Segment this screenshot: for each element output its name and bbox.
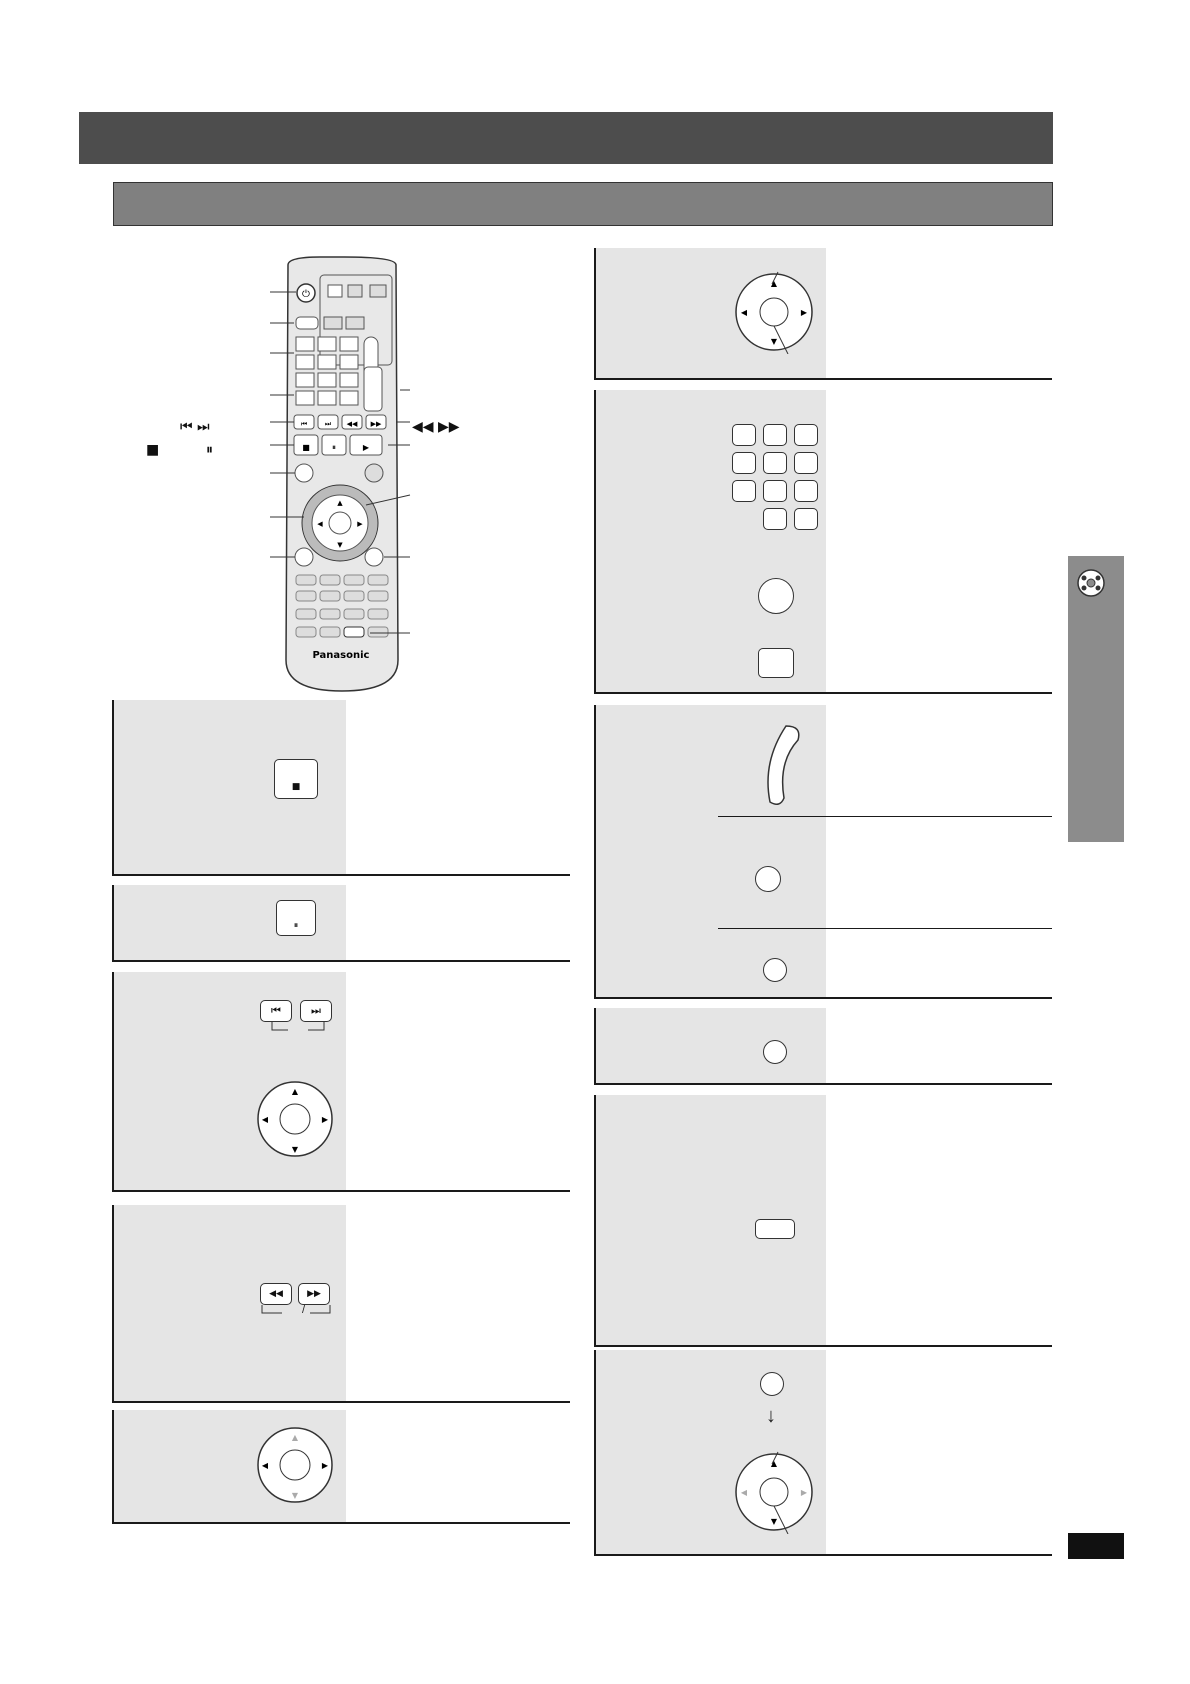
search-bracket bbox=[261, 1305, 331, 1314]
svg-text:▶: ▶ bbox=[357, 520, 363, 528]
svg-text:◀: ◀ bbox=[317, 520, 323, 528]
key-9[interactable] bbox=[794, 480, 818, 502]
disc-icon bbox=[1077, 569, 1105, 597]
chapter-side-tab bbox=[1068, 556, 1124, 842]
svg-text:■: ■ bbox=[302, 443, 310, 452]
cursor-pad-frame[interactable]: ▲ ▼ ◀ ▶ bbox=[256, 1426, 334, 1504]
pause-icon bbox=[321, 434, 347, 456]
cursor-pad-skip[interactable]: ▲ ▼ ◀ ▶ bbox=[256, 1080, 334, 1158]
svg-text:▼: ▼ bbox=[771, 1517, 778, 1526]
skip-back-button[interactable]: ⏮ bbox=[260, 1000, 292, 1022]
skip-bracket bbox=[271, 1022, 325, 1031]
remote-brand: Panasonic bbox=[313, 650, 370, 661]
svg-text:▲: ▲ bbox=[292, 1433, 299, 1442]
option-button-a[interactable] bbox=[755, 866, 781, 892]
svg-text:▲: ▲ bbox=[771, 279, 778, 288]
key-2[interactable] bbox=[763, 424, 787, 446]
key-5[interactable] bbox=[763, 452, 787, 474]
key-4[interactable] bbox=[732, 452, 756, 474]
svg-text:▶: ▶ bbox=[322, 1461, 329, 1470]
svg-text:▼: ▼ bbox=[292, 1145, 299, 1154]
numeric-keypad-icon bbox=[295, 336, 359, 406]
function-button[interactable] bbox=[755, 1219, 795, 1239]
jog-dial-button[interactable] bbox=[760, 722, 804, 808]
svg-text:▶▶: ▶▶ bbox=[371, 420, 382, 428]
key-plus-ten[interactable] bbox=[794, 508, 818, 530]
pause-button[interactable]: ⏸ bbox=[276, 900, 316, 936]
arrow-down-icon: ↓ bbox=[766, 1405, 776, 1427]
option-button-b[interactable] bbox=[763, 958, 787, 982]
svg-text:▼: ▼ bbox=[337, 541, 343, 549]
square-button[interactable] bbox=[758, 648, 794, 678]
search-separator: / bbox=[302, 1304, 306, 1316]
svg-text:⏭: ⏭ bbox=[325, 420, 332, 428]
skip-forward-button[interactable]: ⏭ bbox=[300, 1000, 332, 1022]
single-button-panel bbox=[596, 1008, 826, 1083]
key-8[interactable] bbox=[763, 480, 787, 502]
svg-text:▲: ▲ bbox=[771, 1459, 778, 1468]
stop-button[interactable]: ■ bbox=[274, 759, 318, 799]
key-1[interactable] bbox=[732, 424, 756, 446]
remote-label-search: ◀◀ ▶▶ bbox=[412, 419, 460, 435]
key-7[interactable] bbox=[732, 480, 756, 502]
svg-text:⏮: ⏮ bbox=[301, 420, 307, 428]
enter-round-button[interactable] bbox=[758, 578, 794, 614]
svg-text:⏸: ⏸ bbox=[332, 443, 336, 452]
rewind-button[interactable]: ◀◀ bbox=[260, 1283, 292, 1305]
svg-text:◀: ◀ bbox=[262, 1461, 269, 1470]
svg-text:◀: ◀ bbox=[741, 1488, 748, 1497]
section-subtitle-bar bbox=[113, 182, 1053, 226]
round-button-c[interactable] bbox=[763, 1040, 787, 1064]
svg-text:◀: ◀ bbox=[741, 308, 748, 317]
cursor-pad-select[interactable]: ▲ ▼ ◀ ▶ bbox=[732, 270, 816, 354]
key-0[interactable] bbox=[763, 508, 787, 530]
svg-text:▼: ▼ bbox=[292, 1491, 299, 1500]
page-title-bar bbox=[79, 112, 1053, 164]
fast-forward-button[interactable]: ▶▶ bbox=[298, 1283, 330, 1305]
svg-text:▶: ▶ bbox=[801, 1488, 808, 1497]
cursor-pad-sequence[interactable]: ▲ ▼ ◀ ▶ bbox=[732, 1450, 816, 1534]
play-icon bbox=[349, 434, 383, 456]
svg-text:▲: ▲ bbox=[337, 499, 343, 507]
svg-text:◀◀: ◀◀ bbox=[347, 420, 358, 428]
key-3[interactable] bbox=[794, 424, 818, 446]
remote-label-pause: ⏸ bbox=[206, 442, 213, 458]
skip-forward-icon bbox=[317, 414, 339, 430]
svg-text:▼: ▼ bbox=[771, 337, 778, 346]
svg-text:▶: ▶ bbox=[322, 1115, 329, 1124]
remote-control-illustration: ⏻ ⏮ ⏭ ◀◀ ▶▶ ■ ⏸ ▶ ▲ ▼ ◀ ▶ bbox=[270, 256, 411, 692]
page-number-box bbox=[1068, 1533, 1124, 1559]
remote-label-stop: ■ bbox=[146, 442, 160, 458]
remote-label-skip: ⏮ ⏭ bbox=[180, 419, 210, 435]
svg-text:▲: ▲ bbox=[292, 1087, 299, 1096]
svg-text:▶: ▶ bbox=[801, 308, 808, 317]
number-entry-panel bbox=[596, 390, 826, 692]
svg-text:◀: ◀ bbox=[262, 1115, 269, 1124]
round-button-d[interactable] bbox=[760, 1372, 784, 1396]
fast-forward-icon bbox=[365, 414, 387, 430]
key-6[interactable] bbox=[794, 452, 818, 474]
rewind-icon bbox=[341, 414, 363, 430]
svg-text:▶: ▶ bbox=[363, 443, 370, 452]
svg-text:⏻: ⏻ bbox=[302, 289, 310, 300]
power-icon bbox=[296, 283, 316, 303]
